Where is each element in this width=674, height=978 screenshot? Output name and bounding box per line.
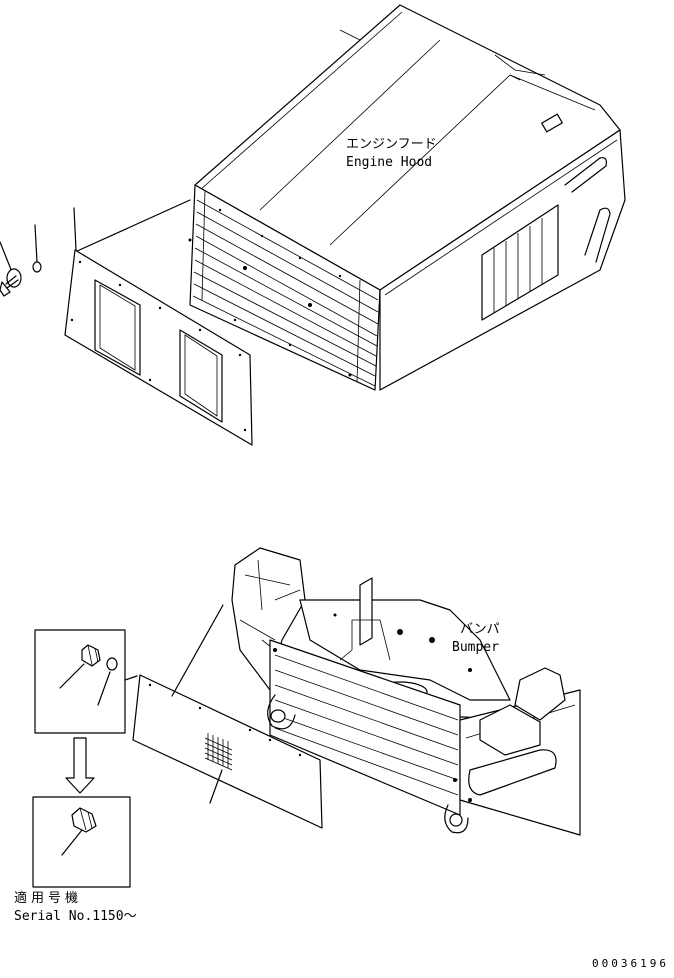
- bolt-upper: [0, 268, 22, 297]
- washer-upper: [32, 261, 42, 273]
- bumper-grille-slats: [274, 654, 459, 796]
- arrow-down-icon: [65, 737, 95, 794]
- bumper: [231, 547, 581, 836]
- serial-label-jp: 適用号機: [14, 891, 83, 906]
- hood-handle-upper: [564, 157, 607, 193]
- bumper-cover-plate: [132, 674, 323, 829]
- bumper-label-en: Bumper: [452, 640, 499, 655]
- cover-mesh: [204, 733, 233, 771]
- engine-hood-label-en: Engine Hood: [346, 155, 433, 170]
- detail-box-before: [34, 629, 138, 734]
- detail-box-after: [32, 796, 131, 888]
- hood-side-louver: [481, 204, 559, 321]
- drawing-code: 00036196: [592, 957, 669, 970]
- engine-hood-label-jp: エンジンフード: [346, 137, 437, 152]
- engine-hood: [188, 4, 626, 391]
- serial-label-en: Serial No.1150〜: [14, 909, 137, 924]
- hood-handle-lower: [584, 207, 611, 263]
- hood-grille-slats: [192, 189, 379, 387]
- front-cover-plate: [64, 249, 253, 446]
- bumper-label-jp: バンパ: [460, 622, 500, 637]
